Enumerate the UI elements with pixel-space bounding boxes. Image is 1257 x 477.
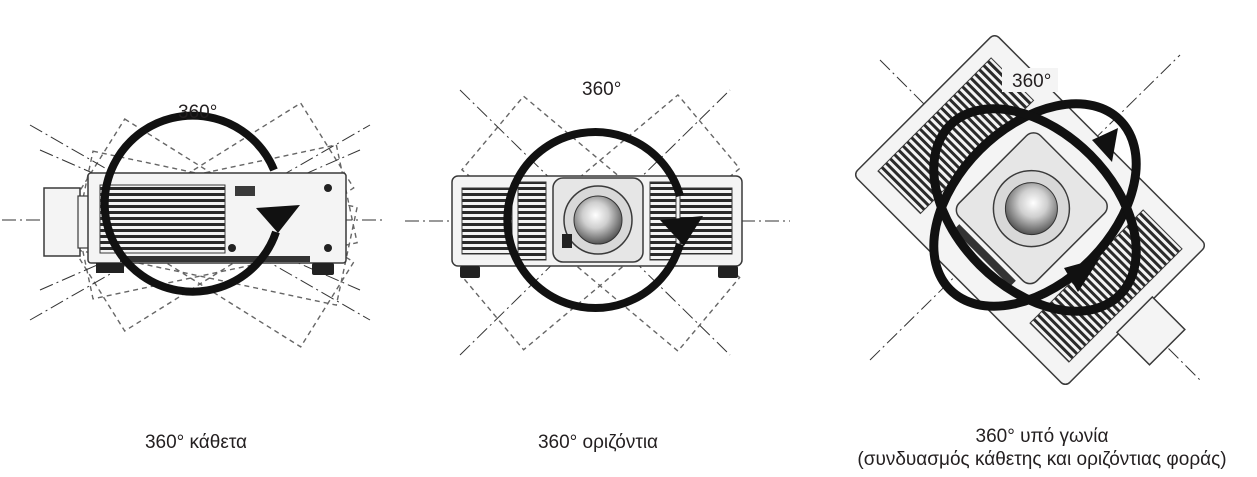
angle-label: 360° xyxy=(582,79,621,100)
angle-label: 360° xyxy=(1012,71,1051,92)
vertical-rotation-diagram: 360° xyxy=(2,102,382,348)
caption-vertical: 360° κάθετα xyxy=(144,432,248,453)
caption-tilted-line-2: (συνδυασμός κάθετης και οριζόντιας φοράς… xyxy=(857,449,1227,470)
projector-side-view xyxy=(43,172,347,275)
tilted-rotation-diagram: 360° xyxy=(854,34,1206,386)
rotation-arrows xyxy=(929,99,1141,316)
arrow-head xyxy=(1092,128,1118,162)
arrow-head xyxy=(1064,258,1100,292)
caption-horizontal: 360° οριζόντια xyxy=(537,432,659,453)
rotation-arrow xyxy=(100,111,300,296)
projector-front-view xyxy=(451,175,743,278)
angle-label: 360° xyxy=(178,102,217,123)
angle-label-bg xyxy=(1002,68,1058,92)
horizontal-rotation-diagram: 360° xyxy=(405,79,790,356)
rotation-arrow xyxy=(503,128,703,312)
caption-tilted-line-1: 360° υπό γωνία xyxy=(975,426,1109,447)
